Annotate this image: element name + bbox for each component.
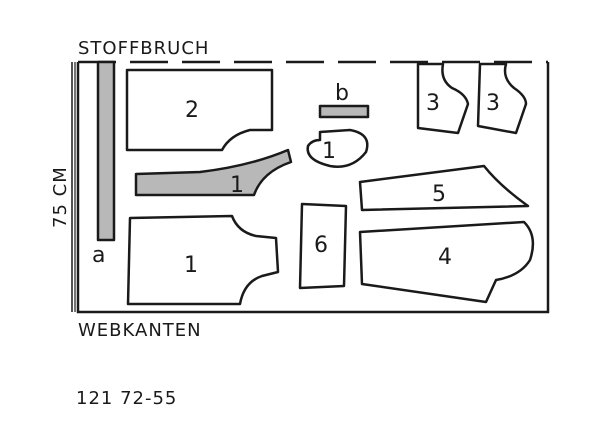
piece-b-bar [318,104,370,119]
piece-1-facing-label: 1 [230,173,244,198]
selvage-label: WEBKANTEN [78,320,202,341]
piece-3-left [416,62,470,135]
piece-6-label: 6 [314,233,328,258]
piece-a-label: a [92,243,105,268]
piece-1-facing [134,148,293,197]
piece-5-label: 5 [432,182,446,207]
piece-4-label: 4 [438,245,452,270]
piece-5 [358,164,530,212]
piece-1-collar-label: 1 [322,139,336,164]
piece-a-strip [96,60,116,242]
width-dimension-label: 75 CM [50,166,71,228]
piece-3-right [476,62,528,135]
fabric-outline [71,60,550,314]
piece-6 [298,202,348,290]
piece-1-bodice-label: 1 [184,253,198,278]
piece-b-label: b [335,81,349,106]
fold-label: STOFFBRUCH [78,38,209,59]
piece-1-bodice [126,214,280,306]
pattern-number: 121 72-55 [76,388,177,409]
piece-2-label: 2 [185,98,199,123]
piece-3-left-label: 3 [426,91,440,116]
piece-1-collar [306,128,369,168]
piece-2 [125,68,274,152]
piece-3-right-label: 3 [486,91,500,116]
piece-4 [358,220,535,304]
